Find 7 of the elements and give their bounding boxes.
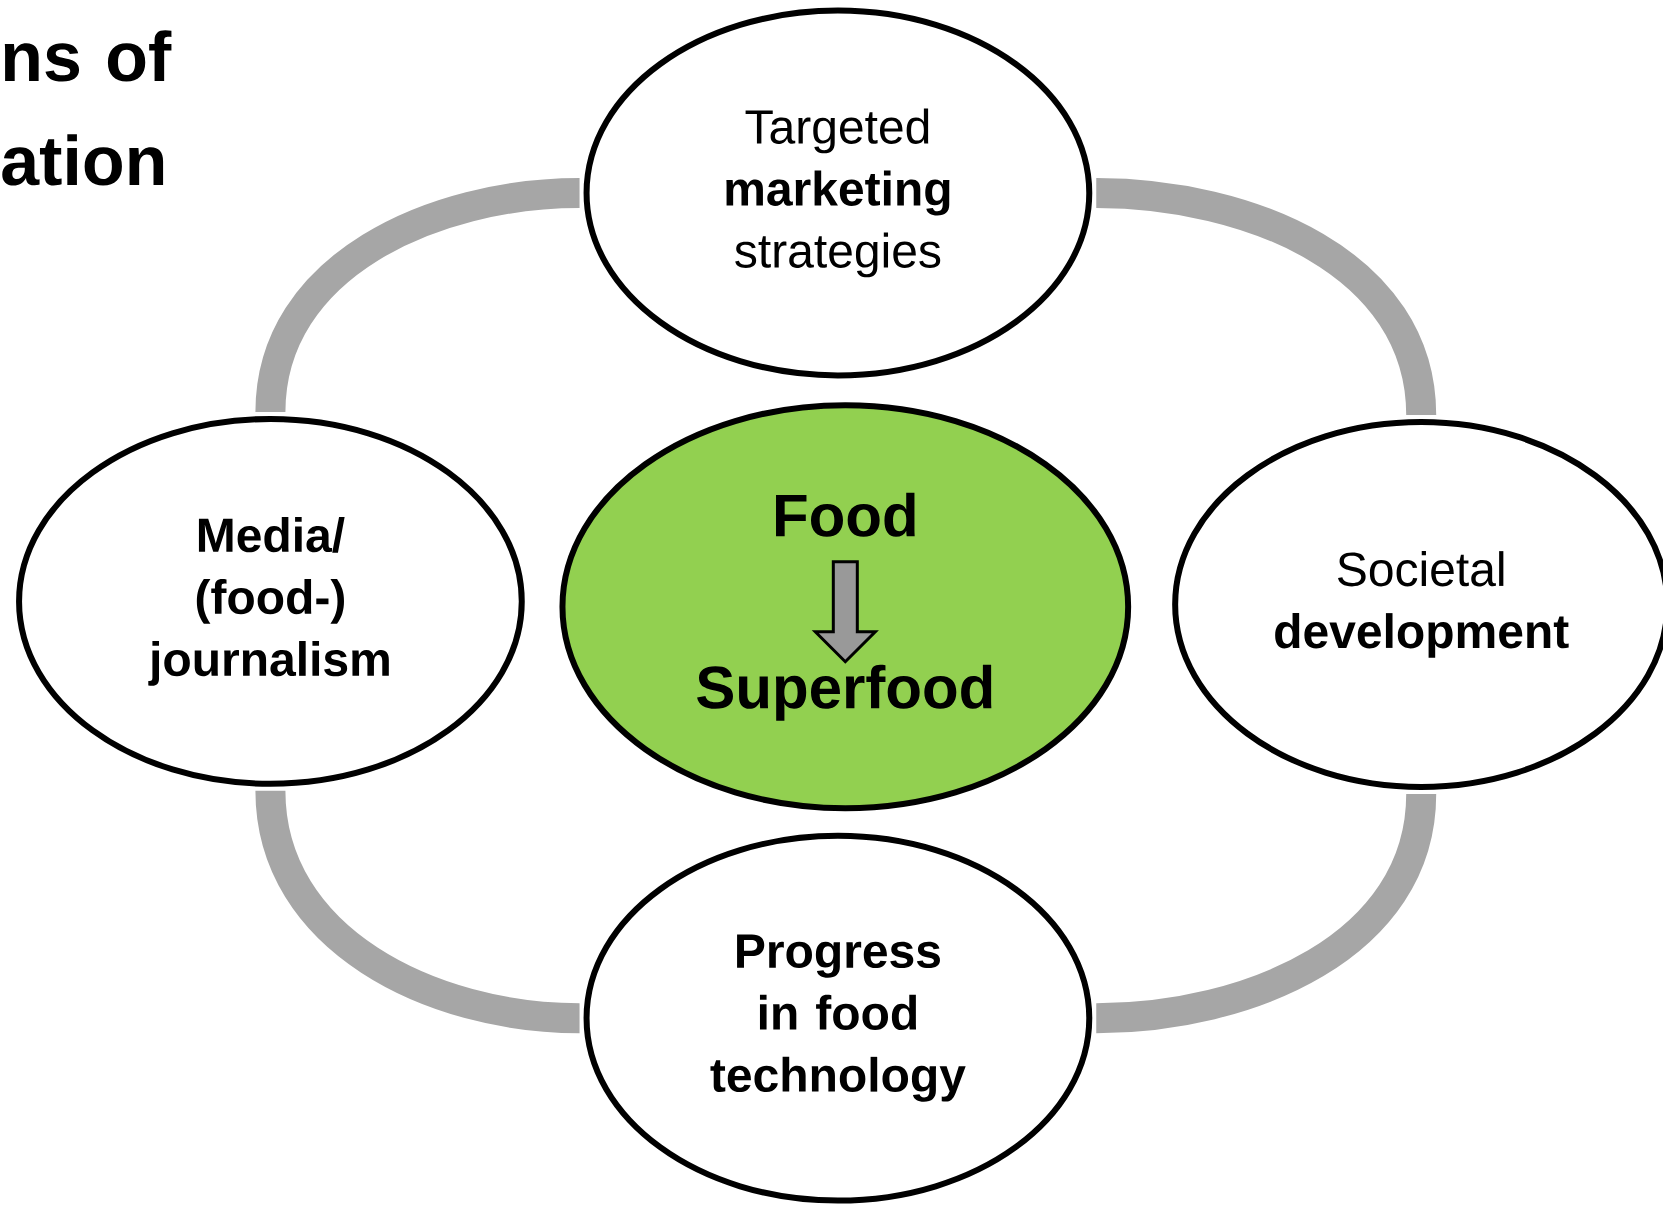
ring-connector — [255, 789, 581, 1034]
ring-connector — [255, 178, 581, 414]
ellipse-node: Progress in food technology — [583, 832, 1093, 1204]
title: ns of ation — [2, 30, 172, 186]
ellipse-node: Targeted marketing strategies — [583, 7, 1093, 379]
ellipse-node: Media/ (food-) journalism — [16, 416, 525, 787]
ring-connector — [1095, 792, 1437, 1034]
